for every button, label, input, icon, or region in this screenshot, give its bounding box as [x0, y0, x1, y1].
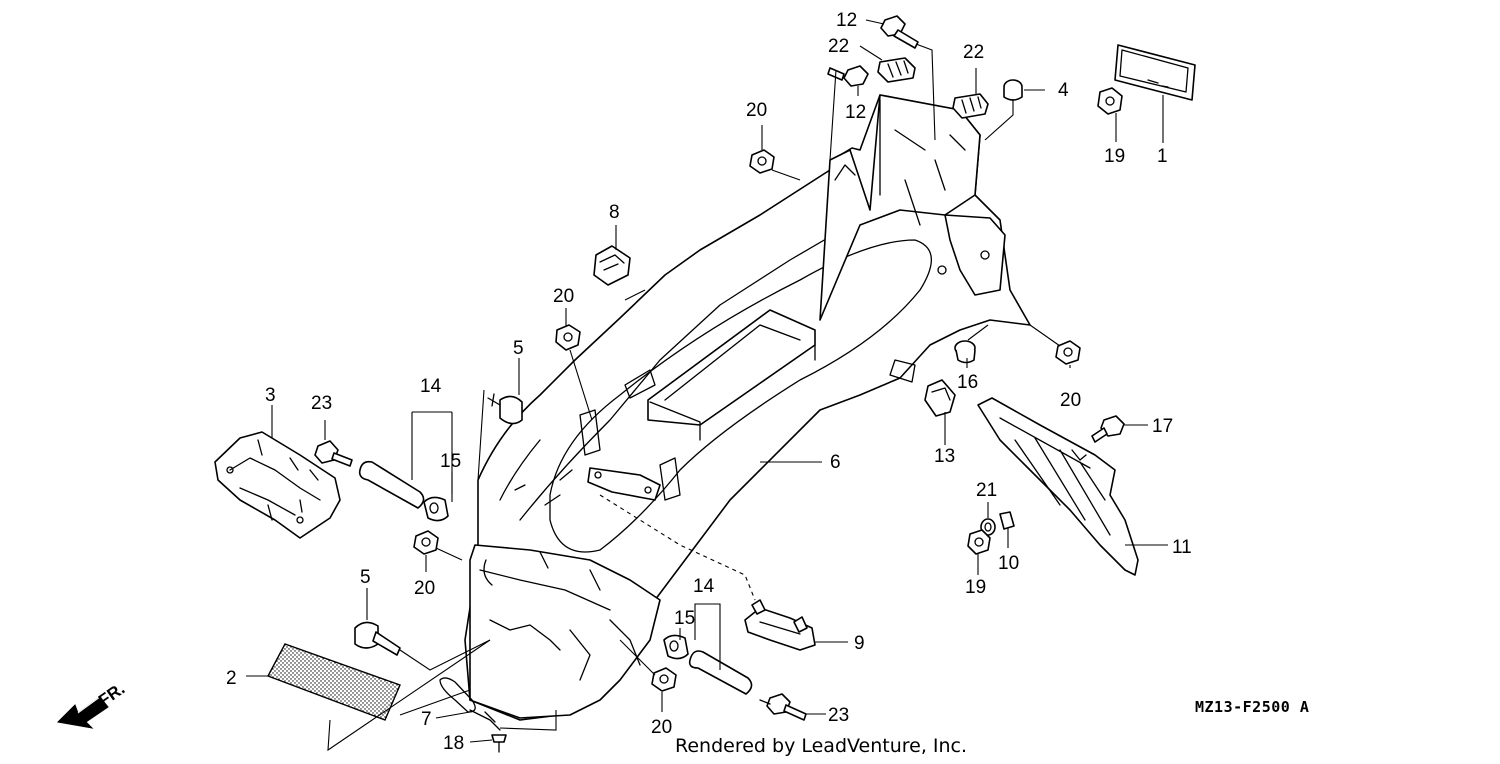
clip-8 [593, 245, 631, 286]
screw-18 [491, 734, 507, 753]
diagram-code: MZ13-F2500 A [1195, 698, 1309, 716]
callout-15-left: 15 [440, 451, 461, 472]
bolt-12-mid [827, 65, 869, 87]
nut-20-right [1055, 340, 1081, 365]
callout-18: 18 [443, 733, 464, 754]
grommet [1003, 79, 1023, 101]
callout-7: 7 [421, 709, 432, 730]
clip-22-left [877, 57, 916, 83]
callout-2: 2 [226, 668, 237, 689]
callout-20-upper: 20 [746, 100, 767, 121]
bracket-3 [214, 431, 341, 539]
grommet-16 [954, 340, 976, 364]
bolt-23-lower [759, 693, 807, 721]
bolt-23-upper [314, 440, 353, 467]
callout-20-center: 20 [553, 286, 574, 307]
foam-pad [267, 643, 401, 721]
callout-4: 4 [1058, 80, 1069, 101]
callout-13: 13 [934, 446, 955, 467]
reflector [1114, 44, 1196, 101]
nut-20-upper [749, 149, 775, 174]
nut-19-lower [967, 529, 991, 555]
rubber-15-right [663, 634, 689, 660]
callout-5-lower: 5 [360, 567, 371, 588]
callout-19-top: 19 [1104, 146, 1125, 167]
collar-14-left [358, 460, 425, 509]
callout-19-lower: 19 [965, 577, 986, 598]
credit-text: Rendered by LeadVenture, Inc. [675, 735, 967, 757]
callout-17: 17 [1152, 416, 1173, 437]
rubber-15-left [423, 496, 449, 522]
callout-21: 21 [976, 480, 997, 501]
collar-14-right [688, 650, 753, 695]
callout-12-top: 12 [836, 10, 857, 31]
callout-20-left: 20 [414, 578, 435, 599]
nut-top-right [1097, 87, 1123, 115]
callout-23-lower: 23 [828, 705, 849, 726]
callout-11: 11 [1172, 537, 1192, 558]
rubber-band [439, 677, 501, 731]
callout-14-left: 14 [420, 376, 442, 397]
callout-12-mid: 12 [845, 102, 866, 123]
nut-20-bottom [651, 667, 677, 692]
washer-21 [980, 518, 996, 536]
clip-22-right [952, 93, 989, 119]
bolt-17 [1091, 415, 1125, 443]
callout-22-right: 22 [963, 42, 984, 63]
callout-3: 3 [265, 385, 276, 406]
splash-guard [977, 397, 1139, 576]
rivet-5-upper [487, 393, 523, 425]
callout-20-right: 20 [1060, 390, 1081, 411]
callout-9: 9 [854, 633, 865, 654]
callout-22-left: 22 [828, 36, 849, 57]
callout-16: 16 [957, 372, 978, 393]
callout-5-upper: 5 [513, 338, 524, 359]
callout-1: 1 [1157, 146, 1168, 167]
callout-numbers: 1 2 3 4 5 5 6 7 8 9 10 11 12 12 13 14 14… [226, 10, 1192, 754]
callout-20-bottom: 20 [651, 717, 672, 738]
collar-10 [999, 511, 1015, 530]
bracket-9 [744, 599, 816, 651]
callout-14-right: 14 [693, 576, 715, 597]
clip-13 [924, 379, 956, 417]
nut-20-left [413, 530, 439, 555]
nut-20-center [555, 324, 581, 351]
callout-8: 8 [609, 202, 620, 223]
rivet-5-lower [354, 621, 401, 656]
rear-fender-assembly [464, 94, 1031, 721]
callout-15-right: 15 [674, 608, 695, 629]
callout-10: 10 [998, 553, 1019, 574]
front-direction-arrow: FR. [56, 679, 128, 729]
bolt-12-top [880, 15, 919, 49]
callout-23-upper: 23 [311, 393, 332, 414]
leader-lines [246, 19, 1168, 752]
callout-6: 6 [830, 452, 841, 473]
